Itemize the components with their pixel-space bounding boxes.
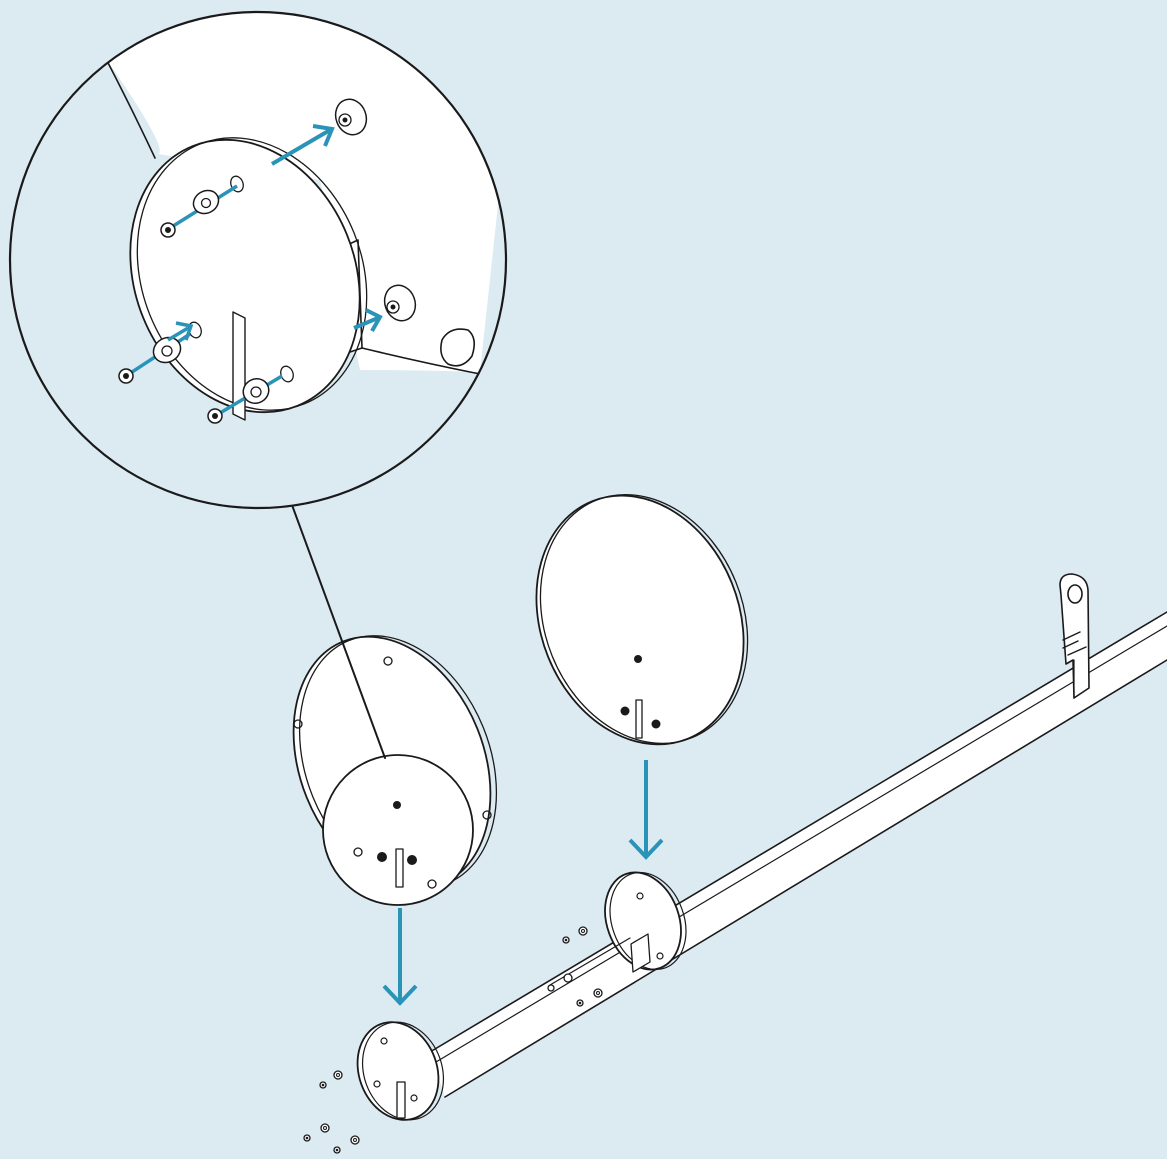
- middle-plate: [549, 871, 687, 986]
- callout-leader-line: [291, 504, 386, 759]
- rail: [429, 611, 1167, 1098]
- arrow-to-insert-bottom: [353, 308, 383, 332]
- threaded-insert-bottom: [383, 284, 417, 322]
- arrow-down-left: [382, 908, 418, 1006]
- zoom-detail: [8, 10, 508, 510]
- threaded-insert-top: [334, 98, 368, 136]
- screw-washer-set-3: [207, 374, 283, 424]
- arrow-down-right: [628, 760, 664, 860]
- disc-right: [535, 494, 749, 746]
- loose-screws-middle: [547, 926, 603, 1007]
- loose-screws-end: [303, 1070, 360, 1154]
- oval-cutout: [440, 328, 476, 367]
- screw-washer-set-1: [160, 184, 238, 238]
- callout-circle-small: [322, 754, 474, 906]
- arrow-to-insert-top: [270, 124, 335, 166]
- end-plate: [356, 1021, 445, 1121]
- screw-washer-set-2: [118, 321, 194, 384]
- hanging-bracket: [1059, 573, 1090, 699]
